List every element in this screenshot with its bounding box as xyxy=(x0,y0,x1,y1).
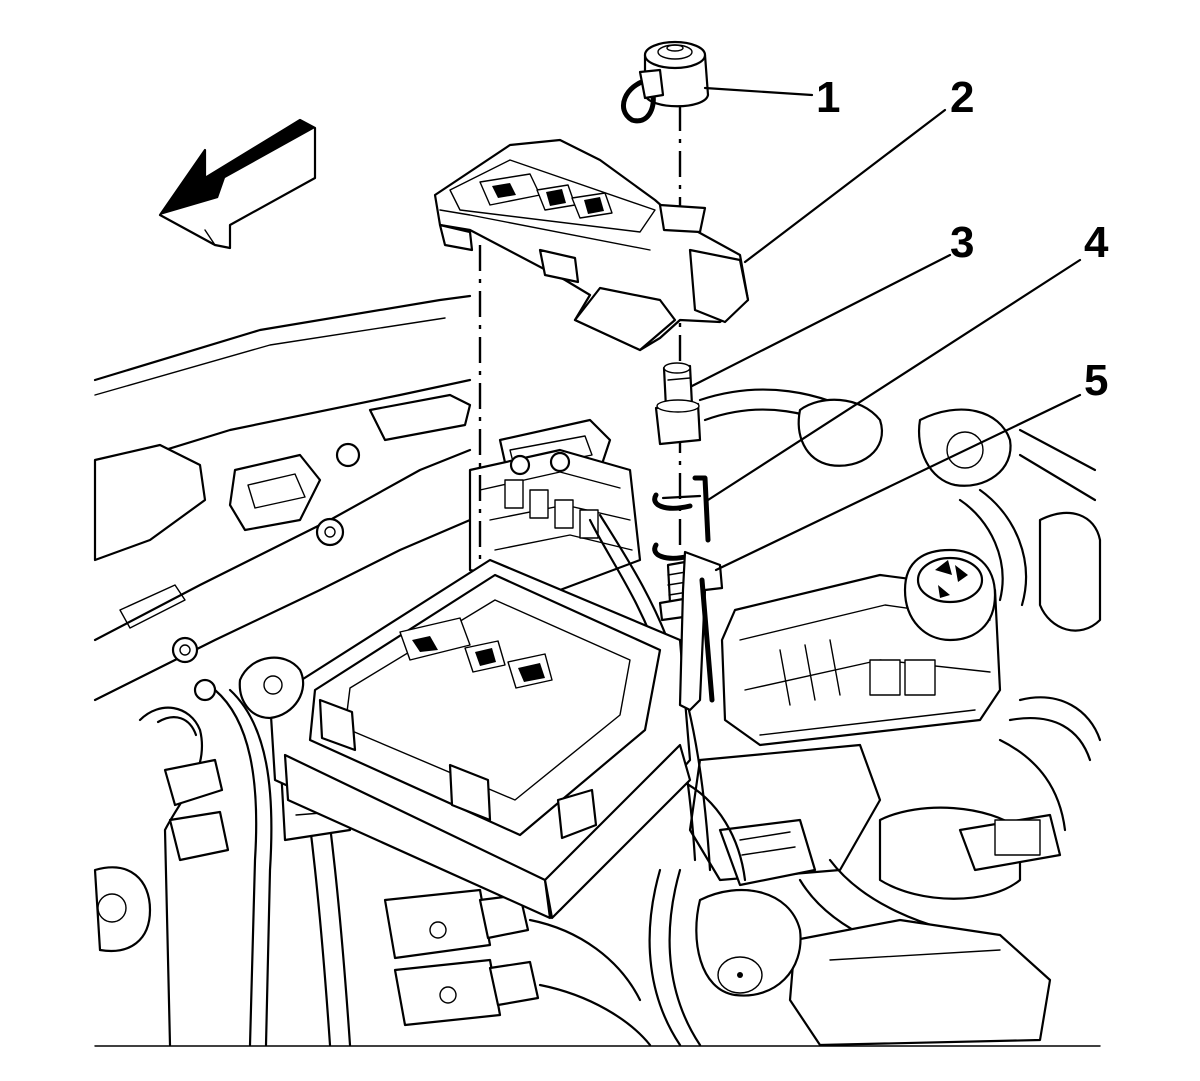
callout-3: 3 xyxy=(950,218,974,267)
part-3-stud-spacer xyxy=(654,362,702,446)
forward-arrow-icon xyxy=(158,118,317,250)
underhood-fuse-block xyxy=(238,558,700,920)
alignment-lines xyxy=(478,105,682,565)
part-1-nut-cap xyxy=(620,40,710,124)
callout-2: 2 xyxy=(950,73,974,122)
part-2-fuse-block-cover xyxy=(433,138,750,352)
callout-leaders xyxy=(690,86,1082,572)
part-5-battery-cable xyxy=(652,542,724,712)
part-4-cable-terminal xyxy=(652,475,711,543)
callout-1: 1 xyxy=(816,73,840,122)
callout-5: 5 xyxy=(1084,356,1108,405)
engine-compartment-background xyxy=(93,294,1102,1047)
callout-4: 4 xyxy=(1084,218,1109,267)
